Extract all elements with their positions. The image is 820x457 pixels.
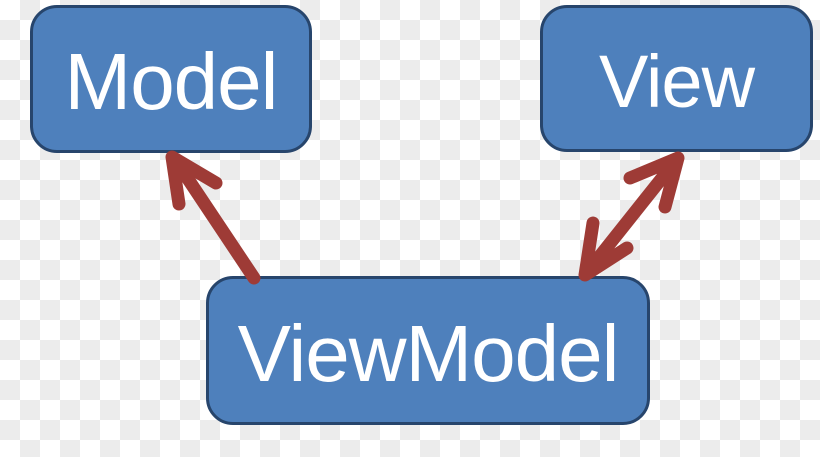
- node-view: View: [540, 5, 813, 152]
- arrow-viewmodel-view-bidirectional-icon: [578, 151, 685, 282]
- node-viewmodel-label: ViewModel: [237, 308, 620, 398]
- node-viewmodel: ViewModel: [206, 276, 650, 425]
- node-view-label: View: [598, 39, 755, 123]
- node-model-label: Model: [64, 37, 279, 126]
- node-model: Model: [30, 5, 312, 153]
- arrow-viewmodel-to-model-icon: [165, 150, 261, 285]
